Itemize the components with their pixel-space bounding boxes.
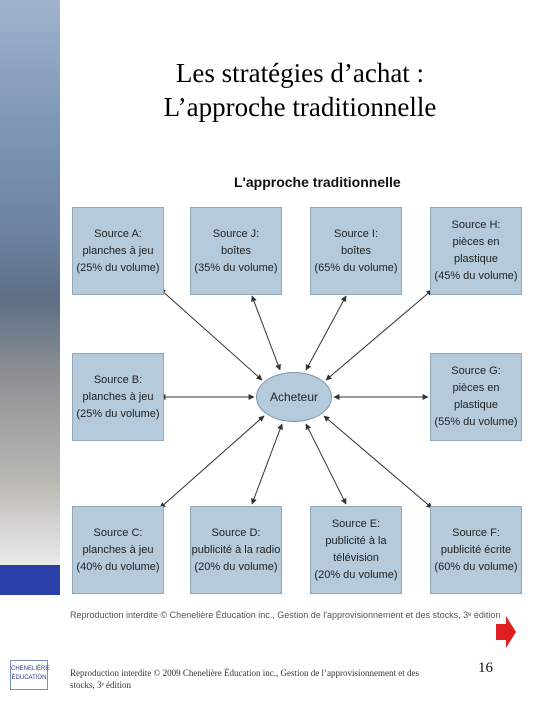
source-e-box: Source E: publicité à la télévision (20%… bbox=[310, 506, 402, 594]
arrow-d bbox=[251, 423, 283, 505]
source-d-name: Source D: bbox=[211, 526, 261, 539]
source-f-name: Source F: bbox=[452, 526, 500, 539]
logo-line2: ÉDUCATION bbox=[11, 675, 47, 681]
diagram-caption: Reproduction interdite © Chenelière Éduc… bbox=[70, 610, 501, 620]
arrow-f bbox=[323, 415, 433, 509]
diagram-title: L'approche traditionnelle bbox=[234, 174, 401, 190]
arrow-h bbox=[325, 289, 433, 381]
next-slide-arrow-icon[interactable] bbox=[496, 616, 516, 648]
slide-title: Les stratégies d’achat : L’approche trad… bbox=[80, 56, 520, 124]
source-d-volume: (20% du volume) bbox=[194, 560, 278, 573]
arrow-i bbox=[305, 295, 347, 371]
source-i-volume: (65% du volume) bbox=[314, 261, 398, 274]
source-c-box: Source C: planches à jeu (40% du volume) bbox=[72, 506, 164, 594]
slide-title-line2: L’approche traditionnelle bbox=[163, 92, 437, 122]
source-e-volume: (20% du volume) bbox=[314, 569, 398, 581]
source-c-volume: (40% du volume) bbox=[76, 560, 160, 573]
arrow-e bbox=[305, 423, 347, 505]
slide-title-line1: Les stratégies d’achat : bbox=[175, 58, 425, 88]
source-j-volume: (35% du volume) bbox=[194, 261, 278, 274]
source-b-box: Source B: planches à jeu (25% du volume) bbox=[72, 353, 164, 441]
source-c-name: Source C: bbox=[93, 526, 143, 539]
buyer-node: Acheteur bbox=[256, 372, 332, 422]
arrow-c bbox=[159, 415, 265, 509]
decorative-photo-strip bbox=[0, 0, 60, 600]
source-b-product: planches à jeu bbox=[82, 390, 154, 403]
source-e-product: publicité à la télévision bbox=[325, 535, 387, 564]
source-a-box: Source A: planches à jeu (25% du volume) bbox=[72, 207, 164, 295]
source-g-box: Source G: pièces en plastique (55% du vo… bbox=[430, 353, 522, 441]
page-number: 16 bbox=[478, 660, 493, 676]
source-h-product: pièces en plastique bbox=[452, 236, 500, 265]
source-a-name: Source A: bbox=[94, 227, 142, 240]
publisher-logo: CHENELIÈRE ÉDUCATION bbox=[10, 660, 50, 690]
source-g-volume: (55% du volume) bbox=[434, 416, 518, 428]
source-j-name: Source J: bbox=[212, 227, 260, 240]
source-g-product: pièces en plastique bbox=[452, 382, 500, 411]
source-b-volume: (25% du volume) bbox=[76, 407, 160, 420]
footer-copyright: Reproduction interdite © 2009 Chenelière… bbox=[70, 668, 419, 690]
source-a-volume: (25% du volume) bbox=[76, 261, 160, 274]
source-i-product: boîtes bbox=[341, 244, 371, 257]
source-h-name: Source H: bbox=[451, 219, 501, 231]
source-f-product: publicité écrite bbox=[440, 543, 512, 556]
source-h-box: Source H: pièces en plastique (45% du vo… bbox=[430, 207, 522, 295]
source-h-volume: (45% du volume) bbox=[434, 270, 518, 282]
source-f-volume: (60% du volume) bbox=[434, 560, 518, 573]
source-g-name: Source G: bbox=[451, 365, 501, 377]
decorative-blue-band bbox=[0, 565, 60, 595]
source-i-name: Source I: bbox=[333, 227, 379, 240]
logo-line1: CHENELIÈRE bbox=[11, 666, 50, 672]
arrow-j bbox=[251, 295, 281, 371]
source-a-product: planches à jeu bbox=[82, 244, 154, 257]
source-j-product: boîtes bbox=[221, 244, 251, 257]
source-e-name: Source E: bbox=[331, 518, 381, 530]
source-j-box: Source J: boîtes (35% du volume) bbox=[190, 207, 282, 295]
source-c-product: planches à jeu bbox=[82, 543, 154, 556]
source-b-name: Source B: bbox=[93, 373, 143, 386]
source-f-box: Source F: publicité écrite (60% du volum… bbox=[430, 506, 522, 594]
source-i-box: Source I: boîtes (65% du volume) bbox=[310, 207, 402, 295]
source-d-box: Source D: publicité à la radio (20% du v… bbox=[190, 506, 282, 594]
source-d-product: publicité à la radio bbox=[191, 543, 281, 556]
arrow-a bbox=[159, 288, 263, 381]
